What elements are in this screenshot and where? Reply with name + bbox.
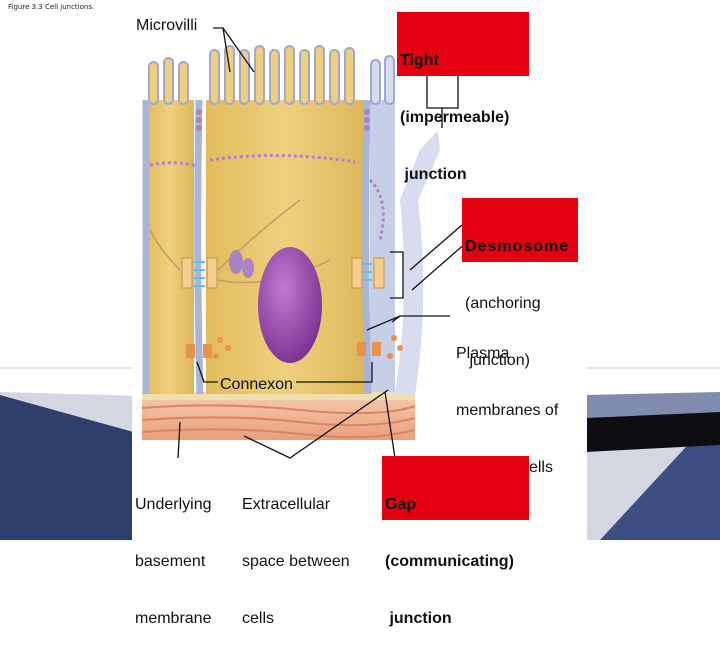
tight-junction-line-2: (impermeable) [400,109,510,126]
extracellular-space-line-1: Extracellular [242,496,331,513]
tight-junction-strands [149,109,385,241]
microvilli [148,45,395,105]
gap-junction-line-3: junction [385,610,452,627]
label-basement-membrane: Underlying basement membrane [135,457,211,647]
label-desmosome: Desmosome (anchoring junction) [462,198,578,369]
label-microvilli: Microvilli [136,17,198,34]
basement-membrane-line-3: membrane [135,610,212,627]
gap-junction-line-1: Gap [385,496,417,513]
tight-junction-line-3: junction [400,166,467,183]
cytoplasmic-vesicles [229,250,254,278]
plasma-membranes-line-1: Plasma [456,345,510,362]
desmosome-line-3: junction) [465,352,530,369]
leader-lines [177,27,468,459]
cell-junction-illustration [141,27,468,459]
tight-junction-line-1: Tight [400,52,439,69]
basement-membrane-layer [141,392,416,440]
desmosome-line-2: (anchoring [465,295,541,312]
label-extracellular-space: Extracellular space between cells [242,457,350,647]
nucleus [258,247,322,363]
label-tight-junction: Tight (impermeable) junction [397,12,529,183]
plasma-membranes [142,99,372,395]
gap-junction-line-2: (communicating) [385,553,514,570]
desmosomes [149,199,385,289]
desmosome-line-1: Desmosome [465,238,570,255]
extracellular-space-line-3: cells [242,610,275,627]
extracellular-space-line-2: space between [242,553,350,570]
plasma-membranes-line-2: membranes of [456,402,559,419]
basement-membrane-line-1: Underlying [135,496,212,513]
label-gap-junction: Gap (communicating) junction [382,456,529,627]
figure-caption: Figure 3.3 Cell junctions. [8,3,95,11]
gap-junctions [186,335,403,359]
label-connexon: Connexon [220,376,293,393]
basement-membrane-line-2: basement [135,553,206,570]
